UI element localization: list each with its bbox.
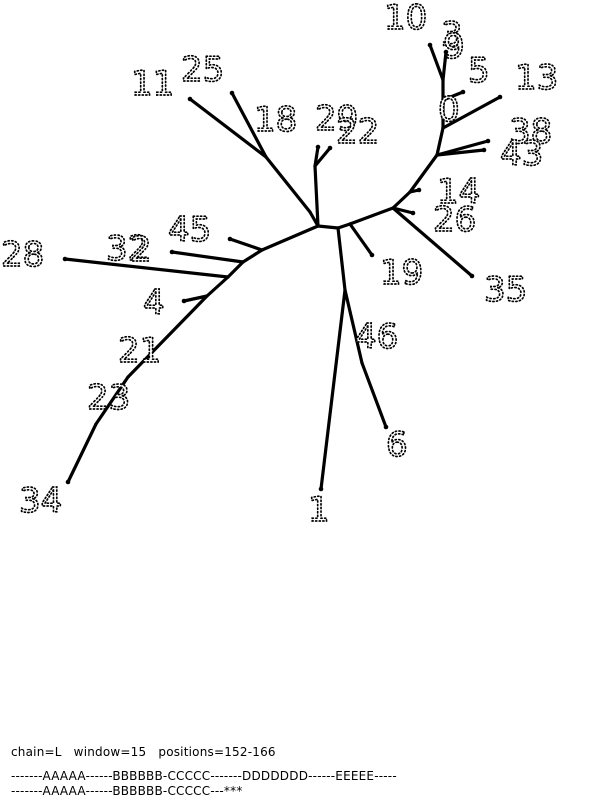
tree-branch	[441, 50, 448, 82]
node-label: 2	[130, 230, 152, 270]
tip-node	[181, 298, 187, 304]
tree-branch	[66, 422, 98, 484]
parameters-line: chain=L window=15 positions=152-166	[11, 745, 276, 759]
tree-branch	[228, 237, 264, 252]
tree-branch	[170, 250, 245, 264]
tip-node	[169, 249, 175, 255]
tree-branch	[336, 226, 347, 292]
node-label: 32	[106, 229, 149, 269]
node-label: 34	[19, 481, 62, 521]
node-label: 3	[441, 15, 463, 55]
tree-branch	[360, 361, 388, 429]
tree-branch	[313, 164, 320, 228]
node-label: 21	[118, 331, 161, 371]
node-label: 11	[131, 64, 174, 104]
tree-branch	[63, 257, 230, 279]
tip-node	[65, 479, 71, 485]
node-label: 13	[515, 58, 558, 98]
tree-branch	[348, 222, 374, 257]
tree-branch	[313, 145, 320, 168]
tip-node	[315, 144, 321, 150]
tip-node	[383, 424, 389, 430]
node-label: 45	[168, 210, 211, 250]
tip-node	[227, 236, 233, 242]
tree-branch	[182, 294, 209, 303]
tree-branch	[441, 90, 465, 102]
tree-branch	[241, 248, 264, 264]
node-label: 35	[484, 270, 527, 310]
tip-node	[485, 138, 491, 144]
tree-branch	[391, 190, 412, 210]
node-label: 9	[443, 27, 465, 67]
node-label: 25	[181, 50, 224, 90]
node-label: 18	[254, 100, 297, 140]
tip-node	[469, 273, 475, 279]
tree-branch	[313, 146, 332, 168]
tip-node	[410, 210, 416, 216]
tree-branch	[94, 375, 130, 426]
tree-branch	[441, 95, 502, 130]
tree-branch	[226, 260, 245, 279]
node-label: 10	[384, 0, 427, 38]
tree-branch	[391, 206, 474, 278]
tree-branch	[264, 155, 312, 214]
tree-branch	[348, 206, 395, 226]
node-label: 38	[509, 112, 552, 152]
tree-branch	[336, 222, 352, 230]
node-label: 1	[308, 490, 330, 530]
node-label: 29	[315, 99, 358, 139]
sequence-line-1: -------AAAAA------BBBBBB-CCCCC-------DDD…	[11, 769, 397, 783]
tree-branch	[230, 91, 268, 159]
tip-node	[318, 486, 324, 492]
node-label: 14	[437, 172, 480, 212]
tip-node	[187, 96, 193, 102]
tree-branch	[205, 275, 230, 298]
tip-node	[443, 49, 449, 55]
tree-branch	[435, 126, 445, 157]
tip-node	[229, 90, 235, 96]
tip-node	[62, 256, 68, 262]
node-label: 5	[468, 51, 490, 91]
node-label: 22	[336, 112, 379, 152]
tip-node	[369, 252, 375, 258]
tip-node	[481, 147, 487, 153]
tree-branch	[435, 148, 486, 157]
sequence-line-2: -------AAAAA------BBBBBB-CCCCC---***	[11, 784, 243, 798]
tree-branch	[319, 288, 347, 491]
node-label: 19	[380, 253, 423, 293]
tree-branch	[316, 224, 340, 230]
node-label: 26	[433, 200, 476, 240]
node-label: 6	[386, 425, 408, 465]
node-label: 0	[438, 90, 460, 130]
tree-edges	[62, 42, 503, 492]
tree-branch	[343, 288, 364, 365]
tree-branch	[126, 294, 209, 379]
node-label: 23	[87, 378, 130, 418]
node-label: 28	[1, 235, 44, 275]
tip-node	[460, 89, 466, 95]
node-label: 43	[500, 134, 543, 174]
tip-node	[416, 187, 422, 193]
node-label: 4	[143, 283, 165, 323]
tip-node	[327, 145, 333, 151]
node-label: 46	[355, 317, 398, 357]
tip-node	[497, 94, 503, 100]
tree-branch	[428, 43, 445, 82]
tip-node	[427, 42, 433, 48]
tree-branch	[260, 224, 320, 252]
tree-branch	[188, 97, 268, 159]
tree-branch	[408, 153, 439, 194]
